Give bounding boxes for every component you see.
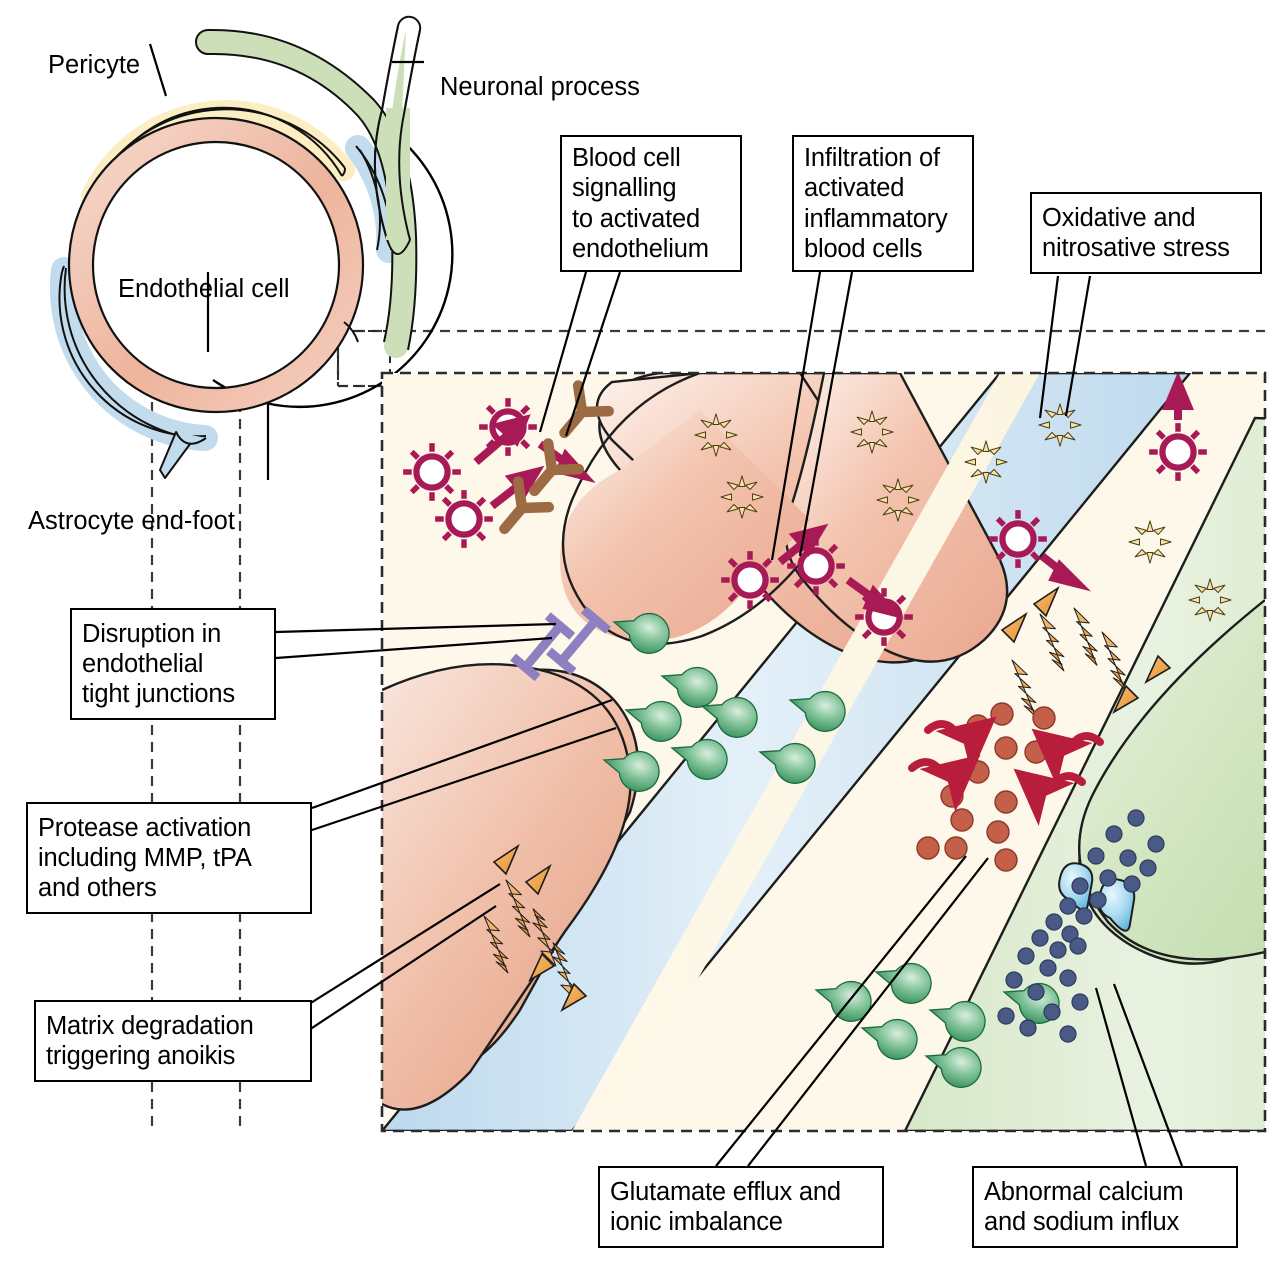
vessel-cross-section (49, 15, 454, 480)
zoom-box-on-vessel (337, 330, 391, 387)
neuronal-process (195, 15, 422, 358)
overview-leader-lines (148, 43, 424, 480)
glutamate-efflux-arrows (908, 716, 1104, 826)
label-endothelial-cell: Endothelial cell (118, 275, 290, 304)
callout-protease-activation[interactable]: Protease activation including MMP, tPA a… (26, 802, 312, 914)
callout-calcium-sodium-influx[interactable]: Abnormal calcium and sodium influx (972, 1166, 1238, 1248)
callout-oxidative-stress[interactable]: Oxidative and nitrosative stress (1030, 192, 1262, 274)
label-astrocyte-endfoot: Astrocyte end-foot (28, 507, 235, 536)
label-neuronal-process: Neuronal process (440, 73, 640, 102)
callout-tight-junction-disruption[interactable]: Disruption in endothelial tight junction… (70, 608, 276, 720)
endothelium-ring (67, 116, 365, 414)
callout-blood-cell-signalling[interactable]: Blood cell signalling to activated endot… (560, 135, 742, 272)
label-pericyte: Pericyte (48, 51, 141, 80)
matrix-degradation-bolts (468, 585, 1172, 1012)
callout-leader-lines (275, 271, 1184, 1167)
callout-infiltration[interactable]: Infiltration of activated inflammatory b… (792, 135, 974, 272)
callout-glutamate-efflux[interactable]: Glutamate efflux and ionic imbalance (598, 1166, 884, 1248)
callout-matrix-degradation[interactable]: Matrix degradation triggering anoikis (34, 1000, 312, 1082)
calcium-sodium-ions (997, 809, 1165, 1043)
inset-panel (380, 371, 1267, 1133)
